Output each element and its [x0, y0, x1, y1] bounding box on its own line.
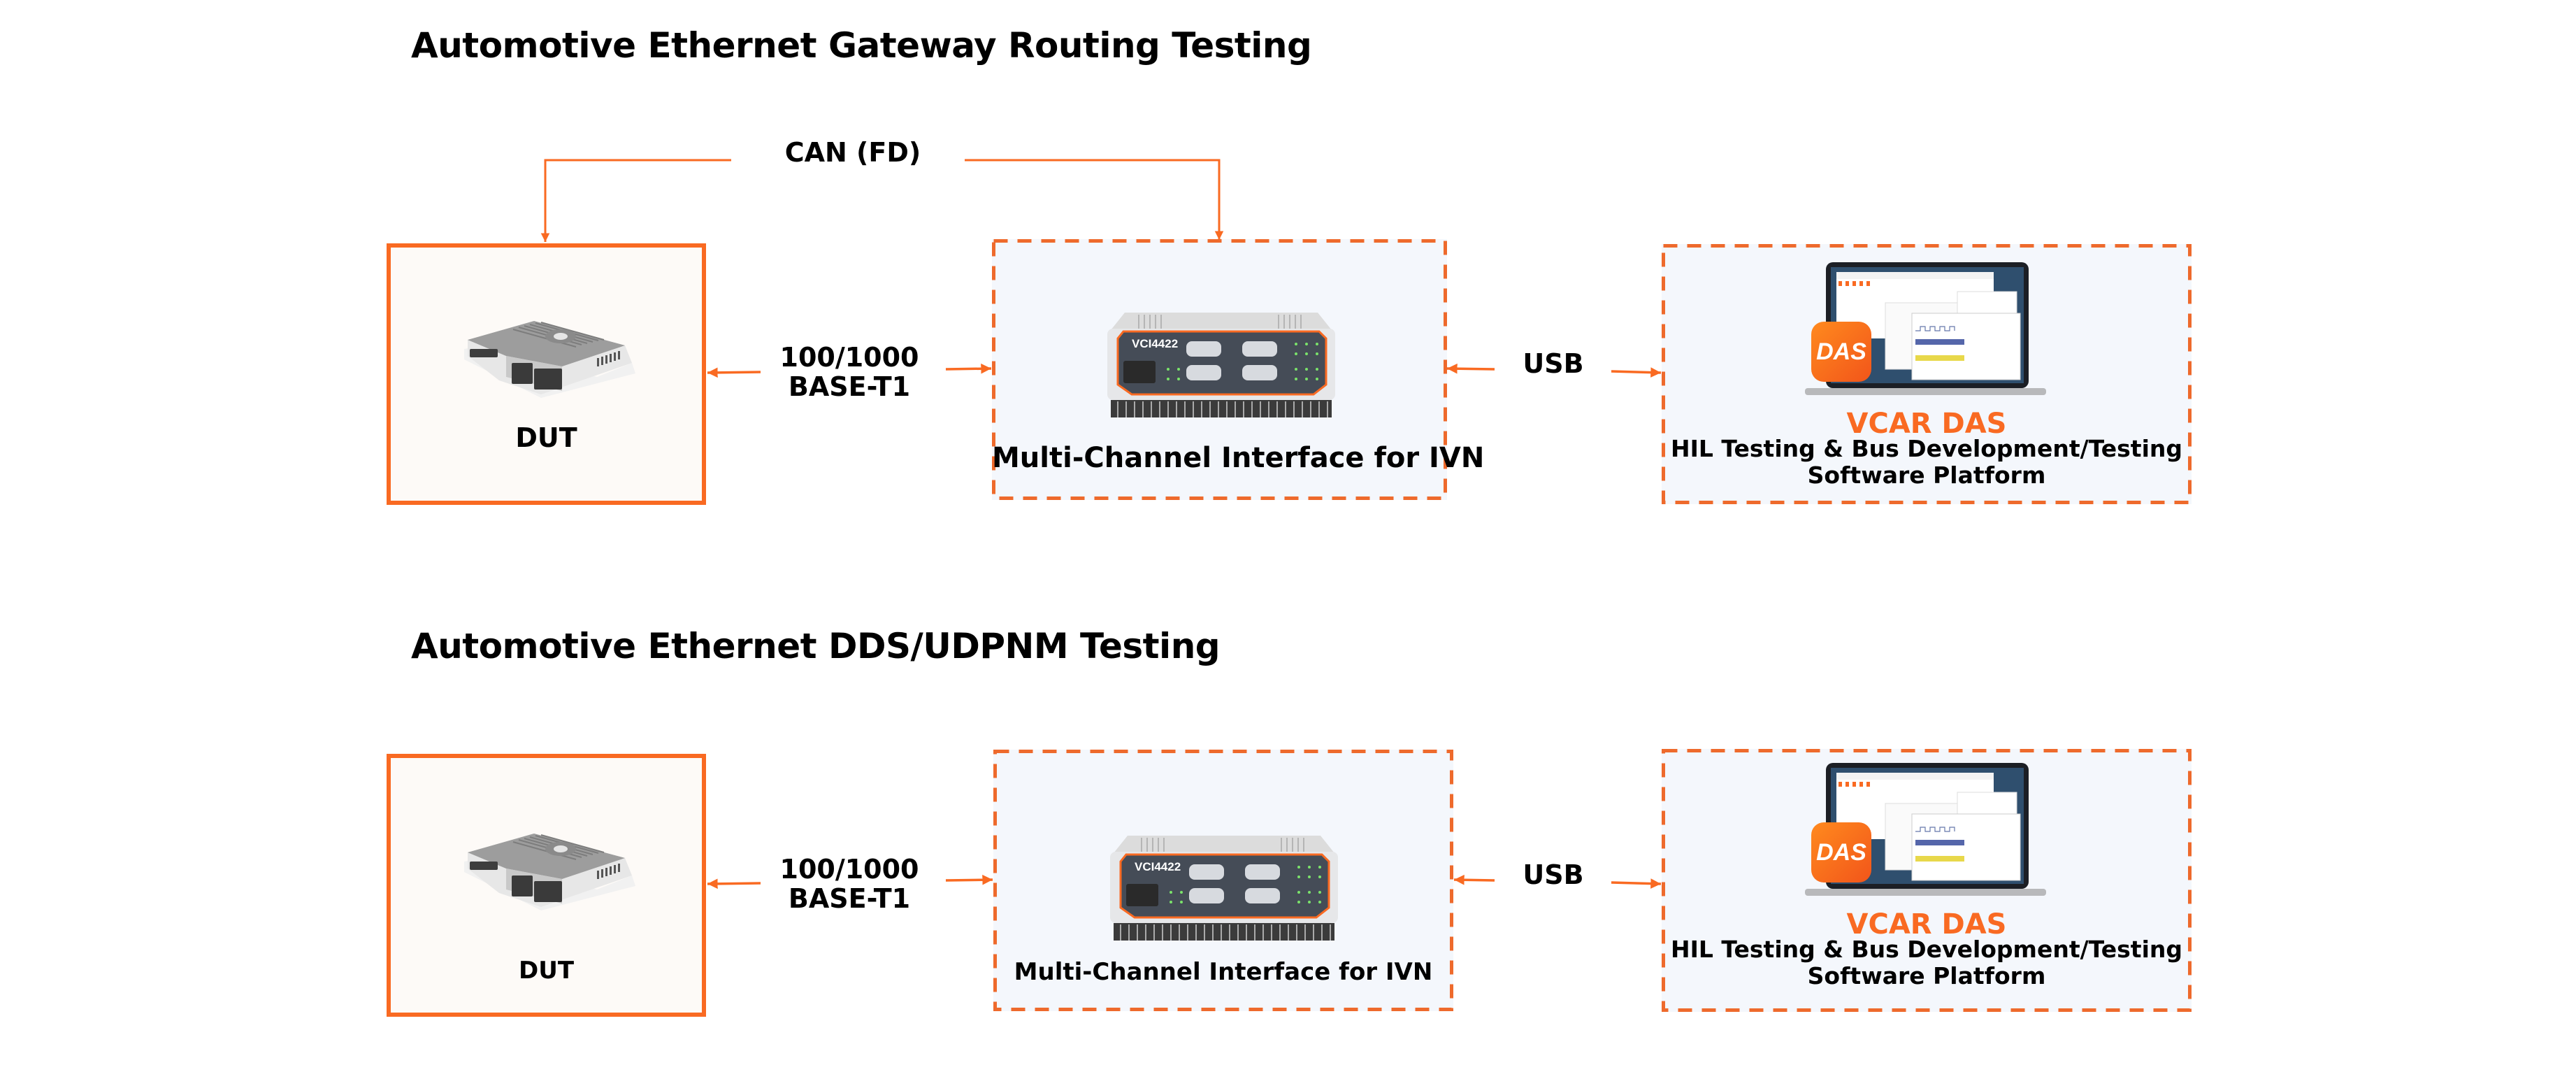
software-name: VCAR DAS	[1846, 908, 2007, 941]
software-desc: HIL Testing & Bus Development/Testing So…	[1662, 936, 2192, 989]
ecu-device-icon	[464, 834, 635, 910]
eth-link-label: 100/1000 BASE-T1	[769, 343, 930, 401]
interface-label: Multi-Channel Interface for IVN	[1014, 958, 1433, 986]
software-name: VCAR DAS	[1846, 408, 2007, 440]
eth-link-line2: BASE-T1	[788, 883, 911, 914]
dashed-border	[1662, 749, 2192, 1012]
eth-arrow-to-dut-top	[707, 367, 761, 378]
software-box[interactable]: DAS VCAR DAS HIL Testing & Bus Developme…	[1662, 749, 2192, 1012]
ecu-device-icon	[464, 321, 635, 398]
can-fd-connector	[540, 159, 1224, 242]
dut-box[interactable]: DUT	[387, 754, 706, 1017]
usb-label: USB	[1523, 859, 1584, 890]
interface-label: Multi-Channel Interface for IVN	[992, 442, 1485, 474]
can-line-left	[540, 159, 731, 242]
section-title: Automotive Ethernet Gateway Routing Test…	[411, 25, 1312, 66]
eth-link-label: 100/1000 BASE-T1	[769, 855, 930, 913]
dut-label: DUT	[515, 422, 577, 453]
software-desc-line1: HIL Testing & Bus Development/Testing	[1670, 435, 2182, 462]
das-app-icon: DAS	[1811, 822, 1871, 882]
eth-link-line1: 100/1000	[779, 854, 919, 885]
usb-label: USB	[1523, 348, 1584, 379]
software-desc-line2: Software Platform	[1807, 462, 2046, 489]
eth-arrow-to-dut-bottom	[707, 878, 761, 889]
can-line-right	[965, 159, 1224, 240]
dut-box[interactable]: DUT	[387, 243, 706, 505]
eth-link-line2: BASE-T1	[788, 371, 911, 402]
vci-model-label: VCI4422	[1135, 860, 1181, 873]
software-box[interactable]: DAS VCAR DAS HIL Testing & Bus Developme…	[1662, 244, 2192, 504]
section-title: Automotive Ethernet DDS/UDPNM Testing	[411, 626, 1221, 666]
vci-model-label: VCI4422	[1132, 337, 1178, 350]
software-desc-line1: HIL Testing & Bus Development/Testing	[1670, 936, 2182, 963]
interface-box[interactable]: VCI4422 Multi-Channel Interface for IVN	[992, 239, 1485, 500]
usb-arrow-to-software-bottom	[1611, 878, 1662, 889]
dashed-border	[1662, 244, 2192, 504]
usb-arrow-to-software-top	[1611, 367, 1662, 378]
can-fd-label: CAN (FD)	[784, 137, 921, 168]
software-desc-line2: Software Platform	[1807, 962, 2046, 989]
eth-link-line1: 100/1000	[779, 342, 919, 373]
software-desc: HIL Testing & Bus Development/Testing So…	[1662, 436, 2192, 489]
vci-device-icon: VCI4422	[1107, 313, 1335, 417]
vci-device-icon: VCI4422	[1110, 836, 1338, 941]
dut-label: DUT	[518, 957, 575, 985]
das-app-icon: DAS	[1811, 322, 1871, 382]
interface-box[interactable]: VCI4422 Multi-Channel Interface for IVN	[993, 750, 1453, 1011]
dashed-border	[992, 239, 1447, 500]
